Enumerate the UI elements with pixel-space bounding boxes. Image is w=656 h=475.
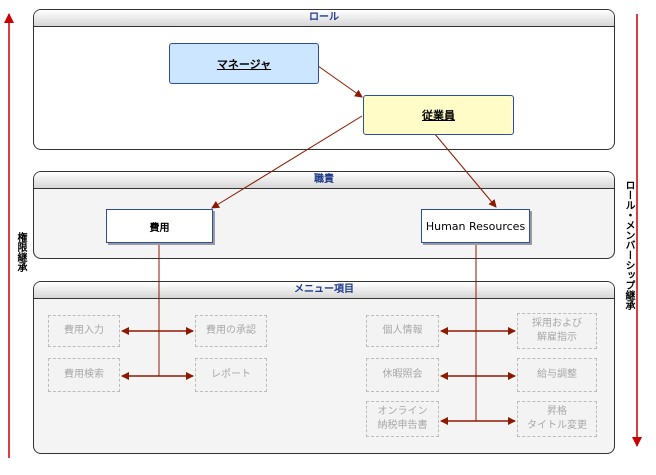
menu-item-salary-adjust: 給与調整: [517, 358, 597, 392]
manager-to-employee-arrow: [317, 65, 363, 98]
menu-item-expense-approval-label: 費用の承認: [206, 325, 256, 336]
hr-duty-label: Human Resources: [425, 219, 526, 233]
roles-panel: ロール: [33, 9, 615, 150]
menu-item-online-tax-line1: オンライン: [377, 406, 428, 417]
menu-item-salary-adjust-label: 給与調整: [537, 369, 577, 380]
expense-duty-box: 費用: [106, 209, 213, 243]
menu-panel-title: メニュー項目: [34, 282, 614, 299]
menu-item-hire-fire: 採用および 解雇指示: [517, 313, 597, 349]
expense-duty-label: 費用: [149, 222, 170, 234]
menu-item-personal-info-label: 個人情報: [382, 325, 423, 336]
menu-item-leave-inquiry-label: 休暇照会: [382, 369, 423, 380]
hr-duty-box: Human Resources: [421, 209, 530, 243]
menu-item-promotion: 昇格 タイトル変更: [517, 401, 597, 437]
menu-item-expense-approval: 費用の承認: [195, 315, 267, 347]
menu-item-promotion-line2: タイトル変更: [527, 420, 587, 431]
menu-item-expense-search: 費用検索: [48, 358, 120, 392]
employee-to-hr-arrow: [433, 132, 497, 208]
employee-role-label: 従業員: [422, 109, 455, 122]
menu-item-promotion-line1: 昇格: [547, 406, 567, 417]
menu-item-hire-fire-line2: 解雇指示: [537, 332, 577, 343]
manager-role-label: マネージャ: [216, 57, 272, 71]
employee-to-expense-arrow: [211, 115, 363, 209]
duties-panel-title: 職責: [34, 172, 614, 189]
menu-item-personal-info: 個人情報: [366, 315, 439, 347]
roles-panel-title: ロール: [34, 10, 614, 27]
menu-item-hire-fire-line1: 採用および: [532, 318, 582, 329]
manager-role-box: マネージャ: [169, 43, 319, 84]
menu-item-online-tax: オンライン 納税申告書: [366, 401, 439, 437]
menu-item-online-tax-line2: 納税申告書: [377, 420, 428, 431]
employee-role-box: 従業員: [363, 95, 514, 135]
privilege-inheritance-label: 権限継承: [15, 232, 26, 272]
role-membership-inheritance-label: ロール・メンバーシップ継承: [623, 180, 634, 310]
menu-item-report: レポート: [195, 358, 267, 392]
menu-item-expense-search-label: 費用検索: [64, 369, 104, 380]
menu-item-expense-entry: 費用入力: [48, 315, 120, 347]
menu-item-report-label: レポート: [211, 369, 251, 380]
menu-item-expense-entry-label: 費用入力: [64, 325, 104, 336]
menu-item-leave-inquiry: 休暇照会: [366, 358, 439, 392]
